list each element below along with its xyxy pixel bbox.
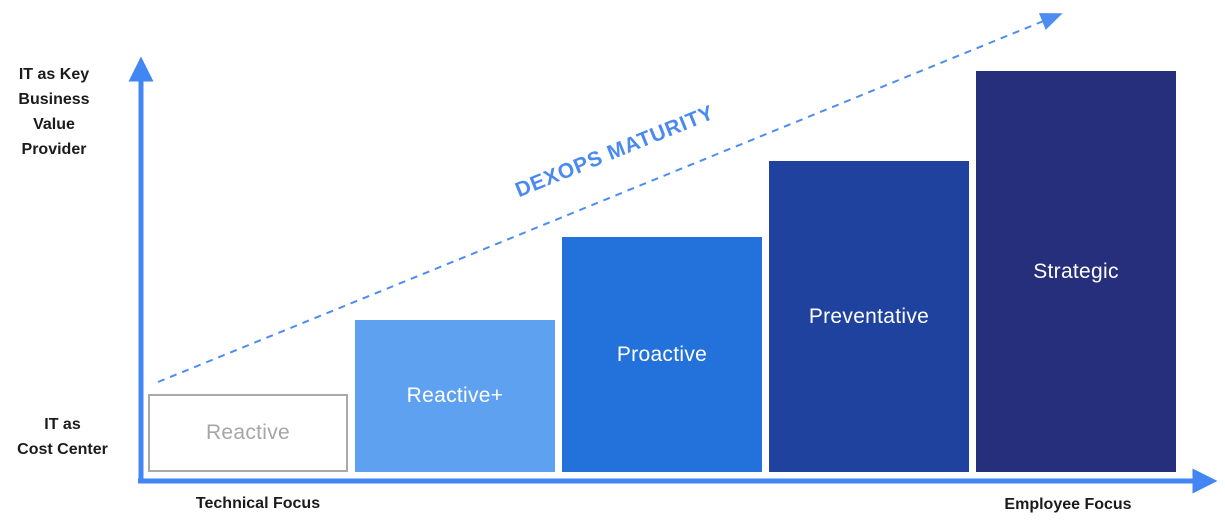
bar-reactive: Reactive xyxy=(148,394,348,472)
bar-preventative: Preventative xyxy=(769,161,969,472)
bar-proactive: Proactive xyxy=(562,237,762,472)
y-axis-label-top: IT as Key Business Value Provider xyxy=(18,66,90,158)
x-axis-label-right: Employee Focus xyxy=(1004,496,1132,513)
bar-label-reactive: Reactive xyxy=(205,421,291,444)
trend-dashed-arrow xyxy=(157,13,1063,383)
y-axis-label-bottom: IT as Cost Center xyxy=(17,416,108,458)
bar-label-proactive: Proactive xyxy=(616,342,708,366)
bar-label-reactive-plus: Reactive+ xyxy=(406,384,504,407)
bar-label-preventative: Preventative xyxy=(808,304,930,328)
bar-label-strategic: Strategic xyxy=(1033,259,1119,283)
bar-strategic: Strategic xyxy=(976,71,1176,472)
x-axis-label-left: Technical Focus xyxy=(195,495,321,512)
bar-reactive-plus: Reactive+ xyxy=(355,320,555,472)
